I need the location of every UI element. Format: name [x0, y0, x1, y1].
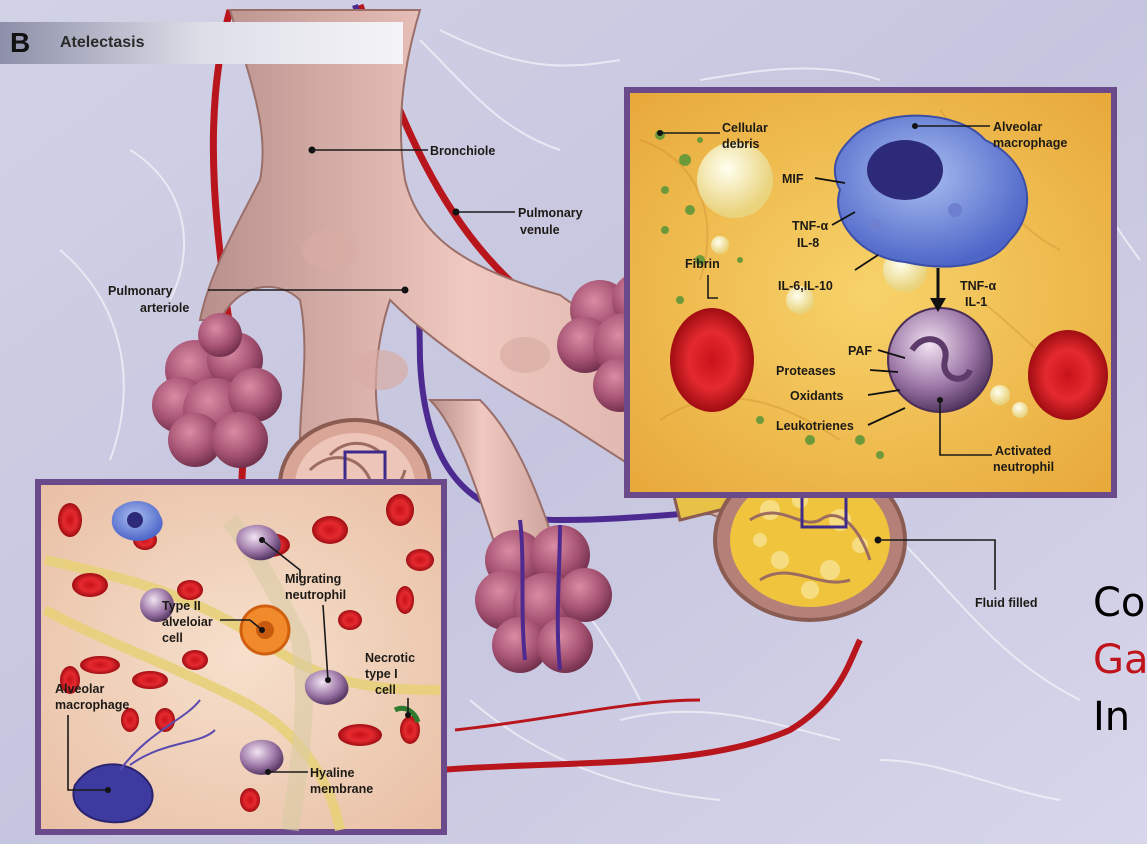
- bronchiole-label: Bronchiole: [430, 144, 495, 158]
- pulmonary-arteriole-label-1: Pulmonary: [108, 284, 173, 298]
- pulmonary-venule-label-2: venule: [520, 223, 560, 237]
- proteases-label: Proteases: [776, 364, 836, 378]
- activated-neutrophil-label-2: neutrophil: [993, 460, 1054, 474]
- alveolar-macrophage-small-cell: [73, 764, 152, 822]
- type-ii-label-1: Type II: [162, 599, 201, 613]
- airway-fold: [302, 230, 358, 270]
- hyaline-label-1: Hyaline: [310, 766, 355, 780]
- migrating-neutrophil-label-1: Migrating: [285, 572, 341, 586]
- type-ii-label-3: cell: [162, 631, 183, 645]
- pulmonary-arteriole-label-2: arteriole: [140, 301, 189, 315]
- type-ii-label-2: alveloiar: [162, 615, 213, 629]
- leukotrienes-label: Leukotrienes: [776, 419, 854, 433]
- tnf-il1-label-1: TNF-α: [960, 279, 996, 293]
- necrotic-label-1: Necrotic: [365, 651, 415, 665]
- necrotic-label-2: type I: [365, 667, 398, 681]
- fibrin-label: Fibrin: [685, 257, 720, 271]
- paf-label: PAF: [848, 344, 872, 358]
- alveolar-macrophage-left-label-1: Alveolar: [55, 682, 104, 696]
- slide-text-line-3: In: [1093, 694, 1130, 740]
- alveolar-macrophage-label-2: macrophage: [993, 136, 1067, 150]
- inset-alveolar-damage: Migrating neutrophil Type II alveloiar c…: [38, 482, 444, 832]
- cellular-debris-label-2: debris: [722, 137, 760, 151]
- hyaline-label-2: membrane: [310, 782, 373, 796]
- slide-text-line-2: Ga: [1093, 637, 1147, 683]
- activated-neutrophil-label-1: Activated: [995, 444, 1051, 458]
- airway-fold: [352, 350, 408, 390]
- pulmonary-venule-label-1: Pulmonary: [518, 206, 583, 220]
- airway-fold: [500, 337, 550, 373]
- activated-neutrophil-cell: [888, 308, 992, 412]
- migrating-neutrophil-label-2: neutrophil: [285, 588, 346, 602]
- panel-header: B Atelectasis: [0, 22, 403, 64]
- mif-label: MIF: [782, 172, 804, 186]
- necrotic-label-3: cell: [375, 683, 396, 697]
- oxidants-label: Oxidants: [790, 389, 844, 403]
- tnf-il8-label-1: TNF-α: [792, 219, 828, 233]
- slide-text-line-1: Co: [1093, 580, 1145, 626]
- cellular-debris-label-1: Cellular: [722, 121, 768, 135]
- alveolar-macrophage-label-1: Alveolar: [993, 120, 1042, 134]
- tnf-il1-label-2: IL-1: [965, 295, 987, 309]
- macrophage-nucleus: [867, 140, 943, 200]
- inset-inflammation: Cellular debris Alveolar macrophage MIF …: [627, 90, 1114, 495]
- alveolar-macrophage-left-label-2: macrophage: [55, 698, 129, 712]
- fluid-filled-label: Fluid filled: [975, 596, 1038, 610]
- panel-title: Atelectasis: [60, 34, 145, 51]
- panel-letter: B: [10, 27, 30, 58]
- il6-il10-label: IL-6,IL-10: [778, 279, 833, 293]
- tnf-il8-label-2: IL-8: [797, 236, 819, 250]
